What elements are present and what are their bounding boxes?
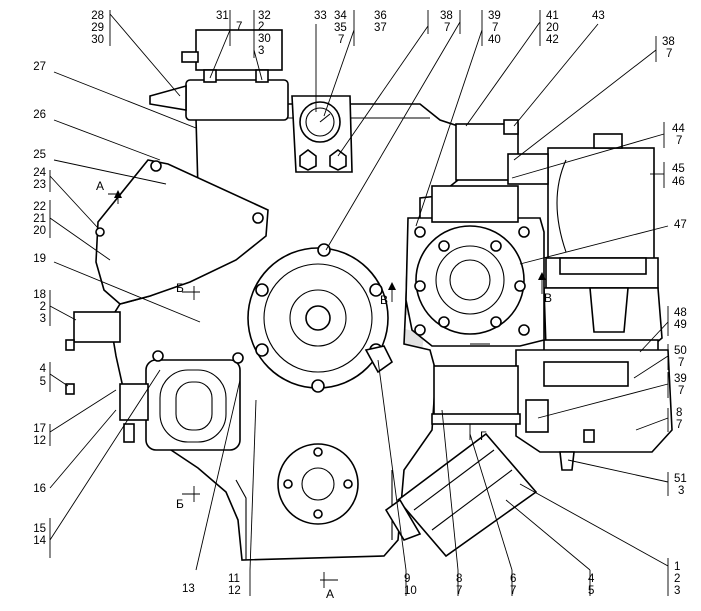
section-mark-a-bottom: А — [326, 587, 334, 601]
section-labels: А Б В В Г Б А — [96, 179, 552, 601]
top-left-block — [149, 29, 289, 121]
square-flange — [405, 185, 545, 347]
callout-43: 43 — [592, 10, 605, 22]
left-cover-plate — [95, 159, 269, 305]
section-mark-a-top: А — [96, 179, 104, 193]
section-mark-b-left: Б — [176, 281, 184, 295]
callout-31-7: 317 — [216, 10, 242, 33]
callout-13: 13 — [182, 583, 195, 595]
center-round-flange — [247, 243, 394, 393]
section-mark-v-center: В — [380, 293, 388, 307]
filter-housing — [119, 350, 244, 451]
bottom-diagonal-motor — [384, 365, 538, 558]
callout-16: 16 — [33, 483, 46, 495]
callout-27: 27 — [33, 61, 46, 73]
callout-19: 19 — [33, 253, 46, 265]
callout-47: 47 — [674, 219, 687, 231]
section-arrows — [108, 190, 546, 588]
pressure-gauge — [291, 95, 353, 173]
callout-25: 25 — [33, 149, 46, 161]
callout-33: 33 — [314, 10, 327, 22]
section-mark-b-bottom: Б — [176, 497, 184, 511]
left-side-box — [65, 311, 121, 395]
section-mark-g: Г — [480, 429, 487, 443]
callout-26: 26 — [33, 109, 46, 121]
section-mark-v-right: В — [544, 291, 552, 305]
bottom-round-flange — [277, 443, 359, 525]
leader-lines — [49, 10, 669, 596]
right-lower-housing — [515, 349, 673, 471]
